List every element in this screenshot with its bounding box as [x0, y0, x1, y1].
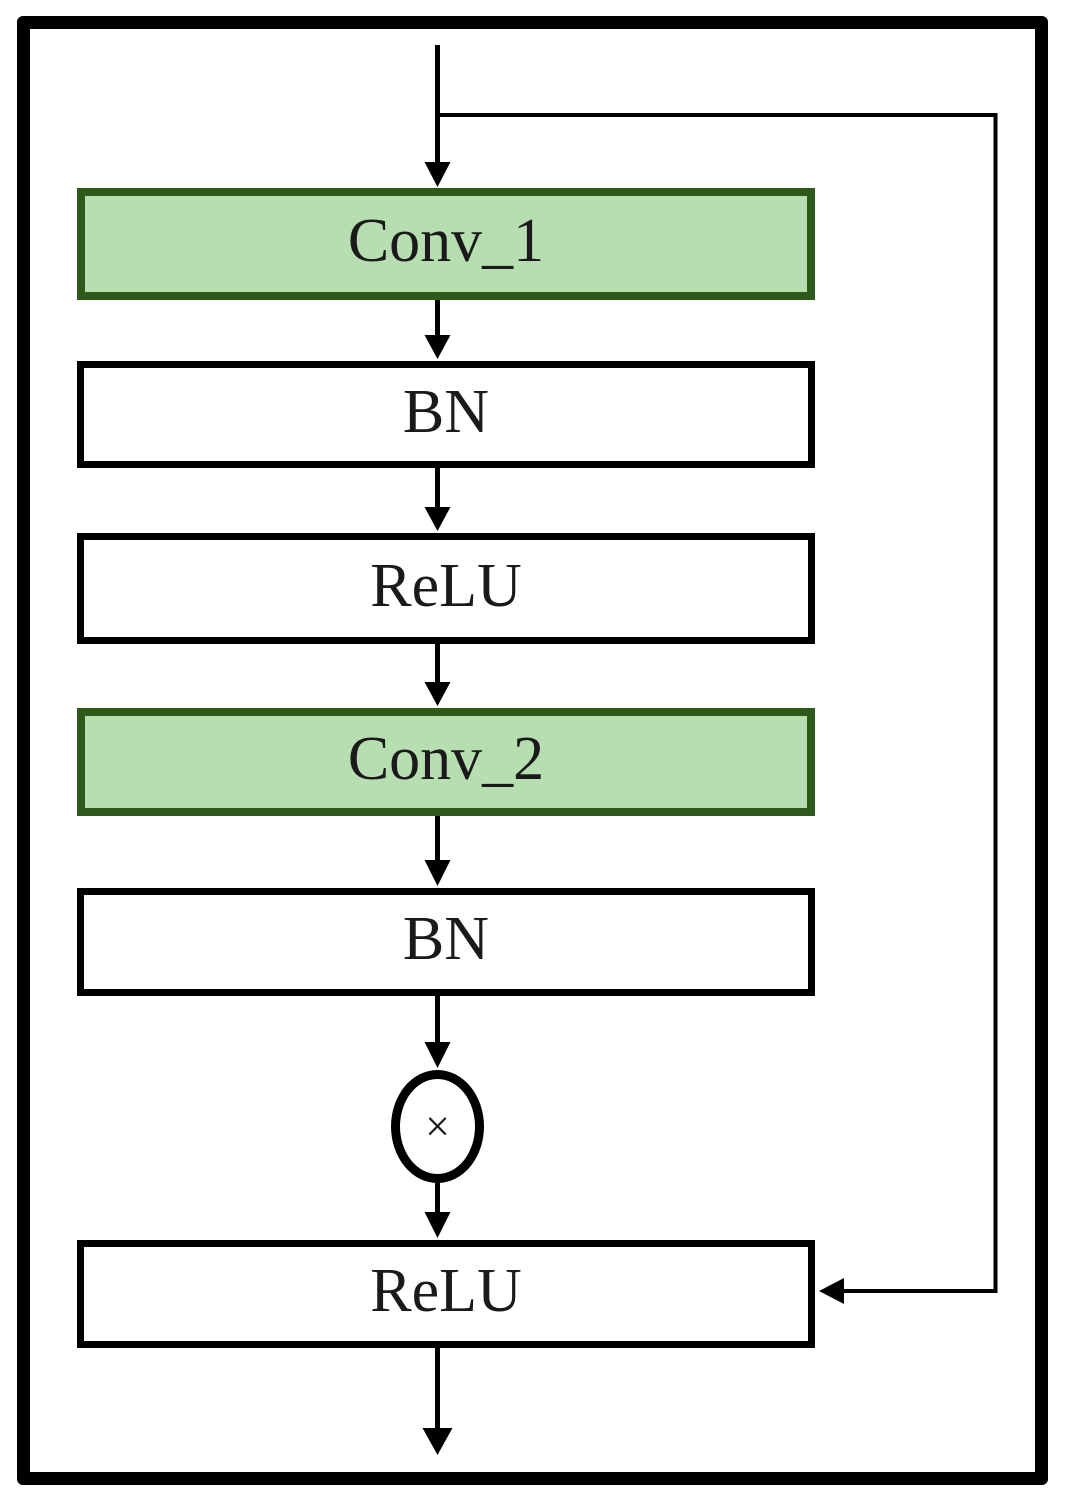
arrowhead-icon [424, 335, 451, 359]
node-conv2-label: Conv_2 [347, 725, 545, 793]
exit-arrowhead-icon [422, 1428, 453, 1455]
node-bn1-label: BN [402, 377, 490, 446]
node-relu2: ReLU [77, 1240, 815, 1348]
entry-arrowhead-icon [424, 162, 451, 187]
node-relu1: ReLU [77, 533, 815, 644]
node-bn2: BN [77, 888, 815, 996]
outer-border-frame [17, 16, 1048, 1485]
arrowhead-icon [424, 1212, 451, 1238]
node-relu2-label: ReLU [370, 1257, 522, 1325]
skip-arrowhead-icon [819, 1278, 844, 1304]
node-relu1-label: ReLU [370, 551, 522, 620]
node-bn2-label: BN [402, 905, 490, 973]
multiply-operator-icon: × [391, 1070, 484, 1183]
node-conv2: Conv_2 [77, 708, 815, 816]
node-conv1-label: Conv_1 [347, 207, 545, 275]
arrowhead-icon [424, 1042, 451, 1068]
arrowhead-icon [424, 507, 451, 531]
multiply-symbol: × [425, 1101, 450, 1151]
arrowhead-icon [424, 682, 451, 706]
node-bn1: BN [77, 361, 815, 468]
arrowhead-icon [424, 860, 451, 886]
node-conv1: Conv_1 [77, 188, 815, 300]
skip-connection-line [437, 113, 998, 1293]
